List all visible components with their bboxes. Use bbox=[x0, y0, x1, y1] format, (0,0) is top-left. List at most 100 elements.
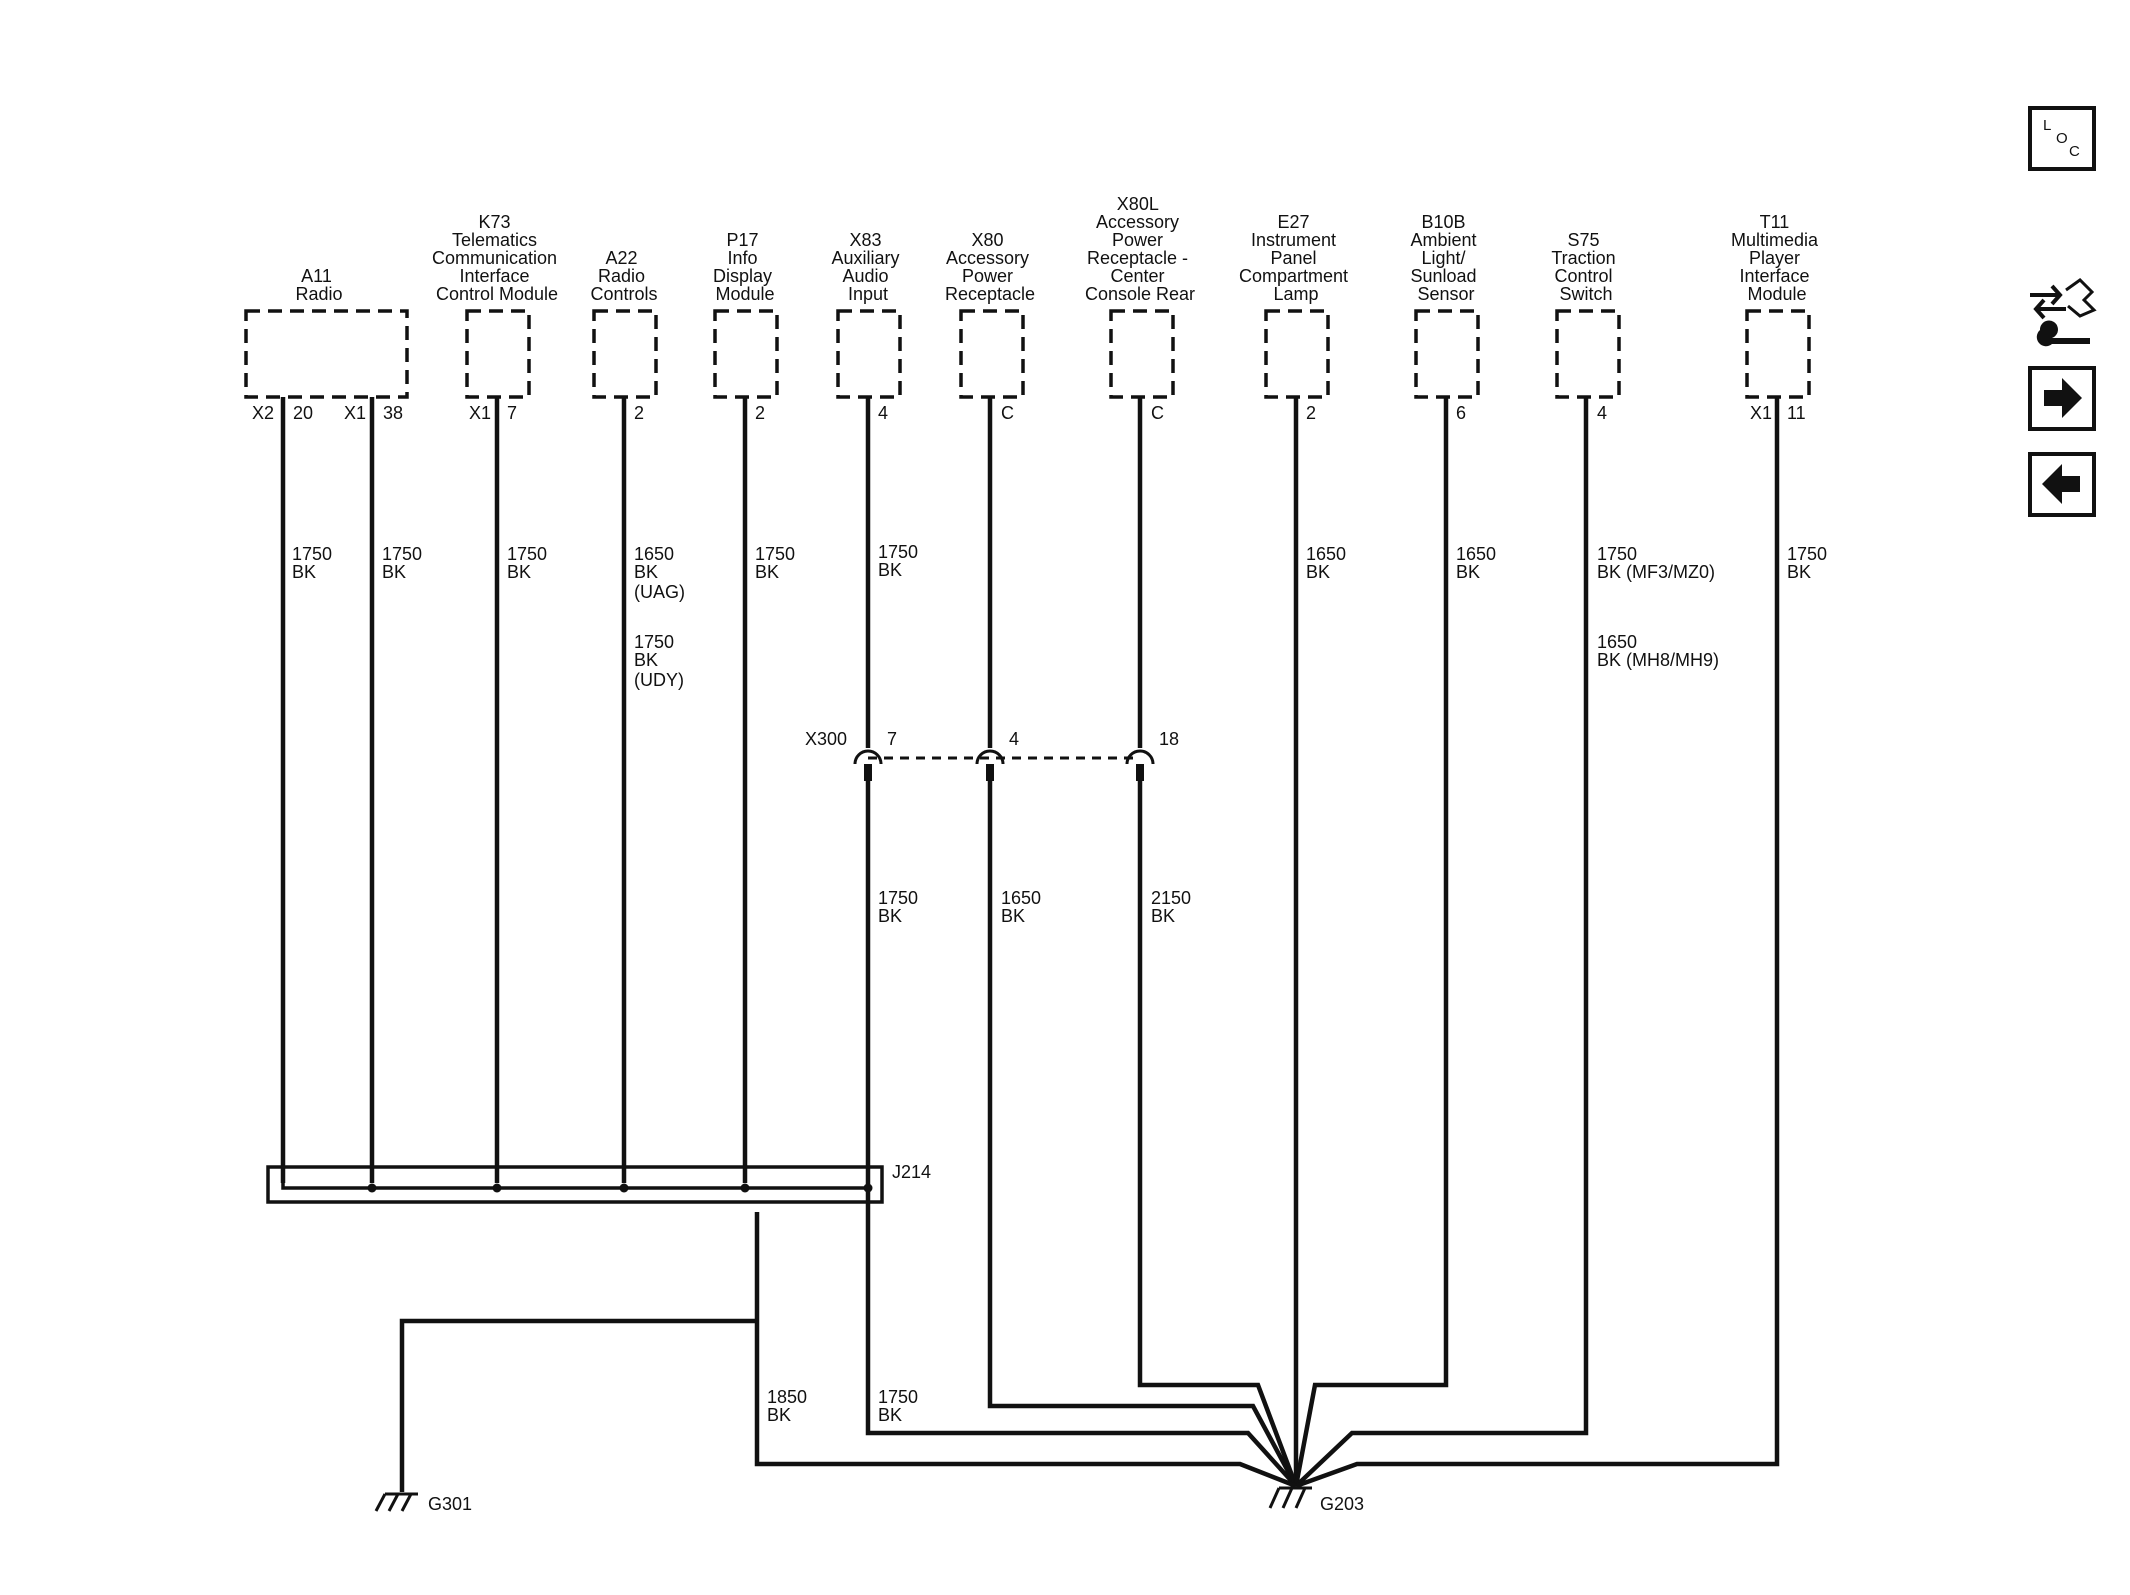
connector-x300-pin-label: 4 bbox=[1009, 729, 1019, 749]
ground-g203-label: G203 bbox=[1320, 1494, 1364, 1514]
component-a11-label: A11 Radio bbox=[295, 266, 342, 304]
loc-button[interactable]: L O C bbox=[2028, 106, 2096, 171]
component-a22-box bbox=[592, 309, 658, 399]
pin-label: 7 bbox=[507, 403, 517, 423]
component-p17-label: P17 Info Display Module bbox=[713, 230, 777, 304]
ground-g301-symbol bbox=[374, 1492, 418, 1512]
component-b10b-box bbox=[1414, 309, 1480, 399]
component-b10b-label: B10B Ambient Light/ Sunload Sensor bbox=[1410, 212, 1481, 304]
ground-g301: G301 bbox=[374, 1492, 472, 1514]
component-e27-label: E27 Instrument Panel Compartment Lamp bbox=[1239, 212, 1353, 304]
pin-labels: X2 20 X1 38 X1 7 2 2 4 C C 2 6 4 X1 11 bbox=[252, 403, 1806, 423]
component-t11-label: T11 Multimedia Player Interface Module bbox=[1731, 212, 1823, 304]
component-x80l-box bbox=[1109, 309, 1175, 399]
wire-b10b bbox=[1293, 397, 1449, 1487]
pin-label: 11 bbox=[1787, 403, 1806, 423]
pin-label: 6 bbox=[1456, 403, 1466, 423]
wire-j214-g203 bbox=[754, 1212, 1297, 1489]
loc-icon-letter-l: L bbox=[2043, 117, 2051, 134]
loc-icon-letter-o: O bbox=[2056, 130, 2068, 147]
connector-x300-pin-7 bbox=[853, 749, 883, 765]
previous-page-button[interactable] bbox=[2028, 452, 2096, 517]
pin-label: 2 bbox=[755, 403, 765, 423]
component-a11-box bbox=[244, 309, 409, 399]
arrow-left-icon bbox=[2042, 464, 2080, 504]
inline-connector-x300: X300 7 4 18 bbox=[805, 729, 1179, 781]
splice-point bbox=[619, 1183, 629, 1193]
loc-button-frame bbox=[2028, 106, 2096, 171]
wire-g301 bbox=[399, 1318, 757, 1492]
wire-x300-7-lower bbox=[865, 772, 1298, 1488]
wire-s75 bbox=[1294, 397, 1589, 1488]
splice-point bbox=[492, 1183, 502, 1193]
component-k73-box bbox=[465, 309, 531, 399]
ground-g301-label: G301 bbox=[428, 1494, 472, 1514]
component-labels: A11 Radio K73 Telematics Communication I… bbox=[295, 194, 1823, 304]
component-e27-box bbox=[1264, 309, 1330, 399]
next-page-button[interactable] bbox=[2028, 366, 2096, 431]
connector-x300-pin-label: 18 bbox=[1159, 729, 1179, 749]
pin-label: 2 bbox=[634, 403, 644, 423]
component-k73-label: K73 Telematics Communication Interface C… bbox=[432, 212, 562, 304]
component-x83-label: X83 Auxiliary Audio Input bbox=[831, 230, 904, 304]
component-boxes bbox=[244, 309, 1811, 399]
splice-j214-label: J214 bbox=[892, 1162, 931, 1182]
component-x80-box bbox=[959, 309, 1025, 399]
connector-x300-pin-label: 7 bbox=[887, 729, 897, 749]
ground-g203-symbol bbox=[1268, 1486, 1312, 1509]
pin-label: C bbox=[1001, 403, 1014, 423]
connector-x300-pin-4 bbox=[975, 749, 1005, 765]
component-x83-box bbox=[836, 309, 902, 399]
pin-label: 2 bbox=[1306, 403, 1316, 423]
component-x80-label: X80 Accessory Power Receptacle bbox=[945, 230, 1035, 304]
pin-label: 4 bbox=[878, 403, 888, 423]
pin-label: 20 bbox=[293, 403, 313, 423]
connector-x300-terminal bbox=[864, 764, 872, 781]
pin-label: X1 bbox=[344, 403, 366, 423]
plug-body-icon bbox=[2065, 278, 2097, 318]
pin-label: X1 bbox=[1750, 403, 1772, 423]
splice-point bbox=[367, 1183, 377, 1193]
pin-label: X2 bbox=[252, 403, 274, 423]
pin-label: X1 bbox=[469, 403, 491, 423]
component-x80l-label: X80L Accessory Power Receptacle - Center… bbox=[1085, 194, 1195, 304]
connector-x300-terminal bbox=[1136, 764, 1144, 781]
connector-x300-terminal bbox=[986, 764, 994, 781]
ground-g203: G203 bbox=[1268, 1486, 1364, 1514]
splice-point bbox=[863, 1183, 873, 1193]
wrench-icon bbox=[2036, 320, 2090, 347]
connector-wrench-icon[interactable] bbox=[2030, 278, 2097, 347]
splice-point bbox=[740, 1183, 750, 1193]
loc-icon-letter-c: C bbox=[2069, 143, 2080, 160]
component-s75-box bbox=[1555, 309, 1621, 399]
component-p17-box bbox=[713, 309, 779, 399]
pin-label: C bbox=[1151, 403, 1164, 423]
wire-x300-4-lower bbox=[987, 772, 1298, 1488]
pin-label: 4 bbox=[1597, 403, 1607, 423]
wires bbox=[280, 397, 1780, 1492]
component-a22-label: A22 Radio Controls bbox=[590, 248, 657, 304]
pin-label: 38 bbox=[383, 403, 403, 423]
connector-x300-name: X300 bbox=[805, 729, 847, 749]
wire-t11 bbox=[1295, 397, 1780, 1489]
wire-x300-18-lower bbox=[1137, 772, 1299, 1487]
component-t11-box bbox=[1745, 309, 1811, 399]
connector-x300-pin-18 bbox=[1125, 749, 1155, 765]
